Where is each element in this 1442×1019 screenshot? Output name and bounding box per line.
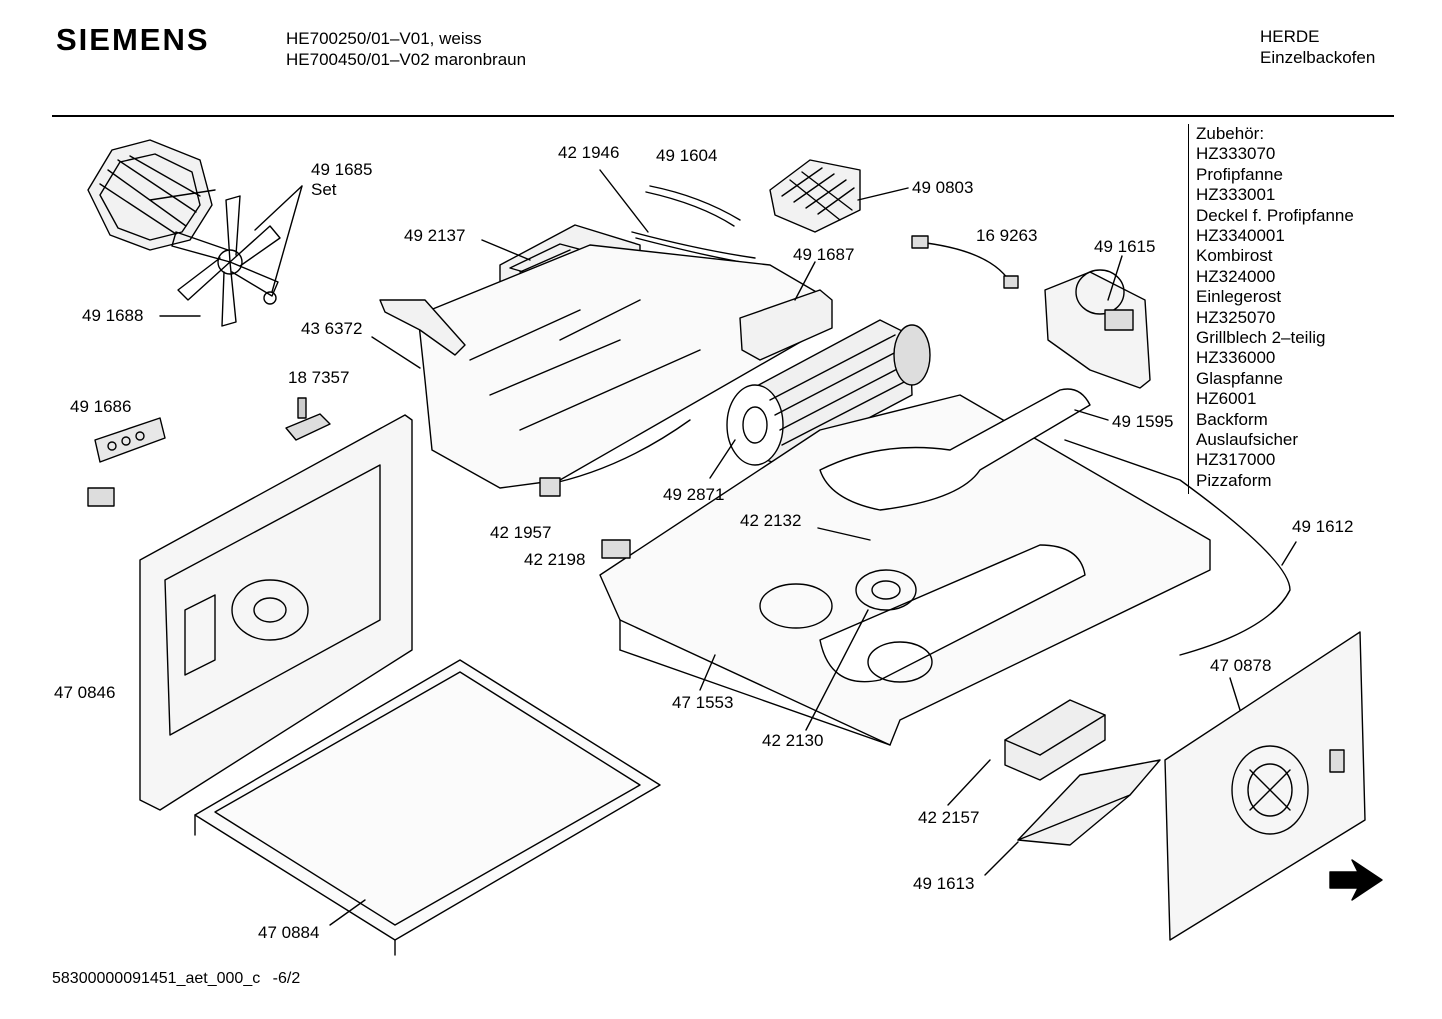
accessory-item: HZ6001 bbox=[1196, 389, 1257, 409]
bottom-tray-part bbox=[194, 659, 661, 956]
part-label: 42 1946 bbox=[558, 143, 620, 162]
leader-line bbox=[1074, 409, 1109, 421]
cable-part bbox=[544, 419, 691, 486]
part-label: 49 1612 bbox=[1292, 517, 1354, 536]
connector-part bbox=[1003, 275, 1019, 289]
accessory-item: HZ317000 bbox=[1196, 450, 1276, 470]
thermostat-bracket-part bbox=[1044, 269, 1151, 389]
accessory-item: HZ324000 bbox=[1196, 266, 1276, 286]
arrow-right-icon[interactable] bbox=[1329, 859, 1383, 901]
part-label: 16 9263 bbox=[976, 226, 1038, 245]
part-label: 47 1553 bbox=[672, 693, 734, 712]
tangential-fan-part bbox=[726, 319, 931, 466]
rear-panel-part bbox=[1164, 631, 1366, 941]
leader-line bbox=[329, 899, 366, 926]
accessory-item: HZ336000 bbox=[1196, 348, 1276, 368]
accessory-item: HZ333001 bbox=[1196, 185, 1276, 205]
part-label: 47 0884 bbox=[258, 923, 320, 942]
accessories-list: Zubehör: HZ333070 Profipfanne HZ333001 D… bbox=[1188, 124, 1394, 494]
leader-line bbox=[481, 239, 531, 261]
switch-part bbox=[601, 539, 631, 559]
part-label: 42 2198 bbox=[524, 550, 586, 569]
leader-line bbox=[984, 841, 1019, 876]
leader-line bbox=[794, 261, 816, 301]
page-number: -6/2 bbox=[272, 970, 301, 987]
part-label: 49 0803 bbox=[912, 178, 974, 197]
part-label: 49 2871 bbox=[663, 485, 725, 504]
part-label: 49 2137 bbox=[404, 226, 466, 245]
accessory-item: HZ333070 bbox=[1196, 144, 1276, 164]
electronic-module-part bbox=[1004, 699, 1106, 781]
lamp-part bbox=[285, 397, 331, 441]
leader-line bbox=[371, 336, 421, 369]
leader-line bbox=[857, 187, 909, 201]
part-label: 49 1687 bbox=[793, 245, 855, 264]
brand-logo: SIEMENS bbox=[56, 22, 210, 57]
part-label-set: Set bbox=[311, 180, 337, 199]
accessory-item: HZ325070 bbox=[1196, 307, 1276, 327]
accessories-title: Zubehör: bbox=[1196, 124, 1265, 143]
leader-line bbox=[271, 185, 303, 293]
leader-line bbox=[599, 169, 649, 233]
part-label: 49 1615 bbox=[1094, 237, 1156, 256]
accessory-item: Profipfanne bbox=[1196, 164, 1283, 184]
leader-line bbox=[1107, 255, 1123, 301]
accessory-item: Pizzaform bbox=[1196, 470, 1272, 490]
sensor-wire-part bbox=[1064, 439, 1291, 656]
leader-line bbox=[699, 654, 716, 691]
top-plate-part bbox=[599, 388, 1211, 746]
category-line-1: HERDE bbox=[1260, 27, 1320, 46]
leader-line bbox=[947, 759, 991, 806]
accessory-item: Deckel f. Profipfanne bbox=[1196, 205, 1354, 225]
leader-line bbox=[805, 609, 869, 731]
fan-wheel-part bbox=[171, 195, 281, 327]
part-label: 49 1685 bbox=[311, 160, 373, 179]
accessory-item: HZ3340001 bbox=[1196, 226, 1285, 245]
part-label: 49 1686 bbox=[70, 397, 132, 416]
accessory-item: Backform bbox=[1196, 409, 1268, 429]
accessory-item: Glaspfanne bbox=[1196, 368, 1283, 388]
model-line-2: HE700450/01–V02 maronbraun bbox=[286, 50, 527, 69]
fan-motor-part bbox=[87, 139, 216, 251]
wire-harness-part bbox=[631, 231, 756, 259]
model-line-1: HE700250/01–V01, weiss bbox=[286, 29, 482, 48]
connector-part bbox=[539, 477, 561, 497]
connector-part bbox=[911, 235, 929, 249]
accessory-item: Kombirost bbox=[1196, 246, 1273, 266]
header-divider bbox=[52, 115, 1394, 117]
part-label: 47 0846 bbox=[54, 683, 116, 702]
part-label: 42 2157 bbox=[918, 808, 980, 827]
wire-harness-part bbox=[645, 191, 735, 227]
accessory-item: Auslaufsicher bbox=[1196, 430, 1299, 449]
part-label: 43 6372 bbox=[301, 319, 363, 338]
leader-line bbox=[1281, 541, 1297, 566]
frame-plate-part bbox=[379, 244, 833, 489]
part-label: 49 1688 bbox=[82, 306, 144, 325]
cable-part bbox=[917, 241, 1011, 283]
part-label: 49 1613 bbox=[913, 874, 975, 893]
category-line-2: Einzelbackofen bbox=[1260, 48, 1376, 67]
part-label: 18 7357 bbox=[288, 368, 350, 387]
accessory-item: Einlegerost bbox=[1196, 287, 1282, 307]
part-label: 42 1957 bbox=[490, 523, 552, 542]
doc-id: 58300000091451_aet_000_c bbox=[52, 970, 261, 987]
leader-line bbox=[254, 185, 303, 231]
duct-cover-part bbox=[1017, 759, 1161, 846]
footer-doc-id: 58300000091451_aet_000_c -6/2 bbox=[52, 970, 300, 988]
side-panel-part bbox=[139, 414, 413, 811]
leader-line bbox=[817, 527, 871, 541]
leader-line bbox=[709, 439, 736, 479]
wire-harness-part bbox=[649, 185, 741, 221]
accessory-item: Grillblech 2–teilig bbox=[1196, 328, 1326, 347]
part-label: 49 1595 bbox=[1112, 412, 1174, 431]
leader-line bbox=[1229, 677, 1241, 711]
part-label: 42 2132 bbox=[740, 511, 802, 530]
heatsink-part bbox=[769, 159, 861, 233]
part-label: 42 2130 bbox=[762, 731, 824, 750]
part-label: 47 0878 bbox=[1210, 656, 1272, 675]
rail-clip-part bbox=[87, 417, 166, 507]
part-label: 49 1604 bbox=[656, 146, 718, 165]
